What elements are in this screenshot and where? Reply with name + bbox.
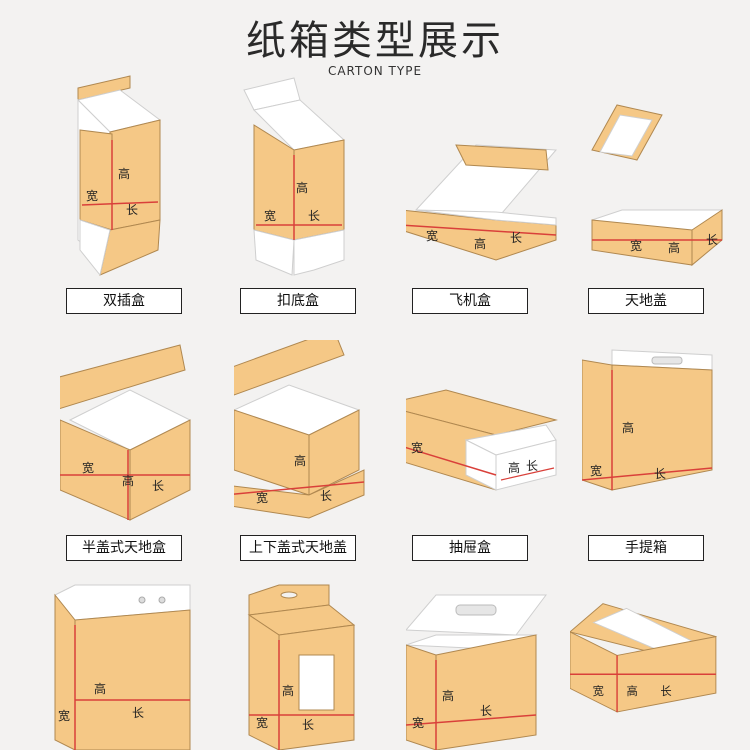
- height-mark: 高: [474, 236, 486, 251]
- drawer-box-illustration: 宽 高 长: [406, 389, 558, 491]
- box-label: 双插盒: [66, 288, 182, 314]
- shipping-box-illustration: 宽 高 长: [570, 603, 717, 713]
- height-mark: 高: [94, 681, 106, 696]
- length-mark: 长: [654, 467, 666, 481]
- box-card-top-bottom-lid: 高 宽 长 上下盖式天地盖: [234, 340, 394, 580]
- width-mark: 宽: [426, 228, 438, 243]
- lid-base-box-illustration: 宽 高 长: [591, 104, 724, 267]
- width-mark: 宽: [58, 708, 70, 723]
- box-label: 手提箱: [588, 535, 704, 561]
- box-card-snap-lock: 高 宽 长 扣底盒: [234, 70, 394, 320]
- box-card-row3-d: 宽 高 长: [570, 575, 730, 750]
- hanging-box-illustration: 高 宽 长: [54, 584, 191, 750]
- length-mark: 长: [510, 231, 522, 245]
- box-card-double-tuck: 高 宽 长 双插盒: [60, 70, 220, 320]
- width-mark: 宽: [590, 463, 602, 478]
- width-mark: 宽: [256, 715, 268, 730]
- width-mark: 宽: [82, 460, 94, 475]
- carry-box-illustration: 高 宽 长: [406, 594, 547, 750]
- width-mark: 宽: [630, 238, 642, 253]
- height-mark: 高: [626, 684, 637, 698]
- double-tuck-box-illustration: 高 宽 长: [77, 75, 162, 277]
- box-card-row3-a: 高 宽 长: [50, 575, 210, 750]
- length-mark: 长: [320, 489, 332, 503]
- height-mark: 高: [622, 420, 634, 435]
- length-mark: 长: [302, 718, 314, 732]
- handle-slot-icon: [455, 604, 497, 616]
- box-label: 上下盖式天地盖: [240, 535, 356, 561]
- height-mark: 高: [122, 473, 134, 488]
- box-card-row3-b: 高 宽 长: [234, 575, 394, 750]
- height-mark: 高: [296, 180, 308, 195]
- width-mark: 宽: [264, 208, 276, 223]
- page-title: 纸箱类型展示: [246, 18, 504, 64]
- handle-slot-icon: [651, 356, 683, 365]
- top-bottom-lid-box-illustration: 高 宽 长: [234, 340, 365, 519]
- width-mark: 宽: [411, 440, 423, 455]
- height-mark: 高: [294, 453, 306, 468]
- height-mark: 高: [282, 683, 294, 698]
- box-label: 抽屉盒: [412, 535, 528, 561]
- width-mark: 宽: [256, 490, 268, 505]
- length-mark: 长: [526, 459, 538, 473]
- length-mark: 长: [126, 203, 138, 217]
- height-mark: 高: [442, 688, 454, 703]
- box-card-lid-base: 宽 高 长 天地盖: [582, 70, 742, 320]
- length-mark: 长: [308, 209, 320, 223]
- length-mark: 长: [480, 704, 492, 718]
- box-label: 半盖式天地盒: [66, 535, 182, 561]
- width-mark: 宽: [86, 188, 98, 203]
- mailer-box-illustration: 宽 高 长: [406, 144, 558, 261]
- box-card-handle-case: 高 宽 长 手提箱: [582, 340, 742, 580]
- window-box-illustration: 高 宽 长: [247, 584, 356, 750]
- box-label: 扣底盒: [240, 288, 356, 314]
- length-mark: 长: [660, 685, 671, 698]
- width-mark: 宽: [412, 715, 424, 730]
- length-mark: 长: [152, 479, 164, 493]
- box-label: 天地盖: [588, 288, 704, 314]
- half-lid-box-illustration: 宽 高 长: [60, 344, 192, 521]
- window-opening-icon: [298, 654, 335, 711]
- box-card-half-lid: 宽 高 长 半盖式天地盒: [60, 340, 220, 580]
- box-card-mailer: 宽 高 长 飞机盒: [406, 70, 566, 320]
- box-card-drawer: 宽 高 长 抽屉盒: [406, 340, 566, 580]
- length-mark: 长: [706, 233, 718, 247]
- page-subtitle: CARTON TYPE: [327, 64, 423, 78]
- height-mark: 高: [668, 240, 680, 255]
- width-mark: 宽: [593, 684, 604, 698]
- height-mark: 高: [508, 460, 520, 475]
- height-mark: 高: [118, 166, 130, 181]
- box-card-row3-c: 高 宽 长: [406, 575, 566, 750]
- handle-case-box-illustration: 高 宽 长: [582, 349, 713, 491]
- length-mark: 长: [132, 706, 144, 720]
- snap-lock-box-illustration: 高 宽 长: [243, 77, 346, 276]
- box-label: 飞机盒: [412, 288, 528, 314]
